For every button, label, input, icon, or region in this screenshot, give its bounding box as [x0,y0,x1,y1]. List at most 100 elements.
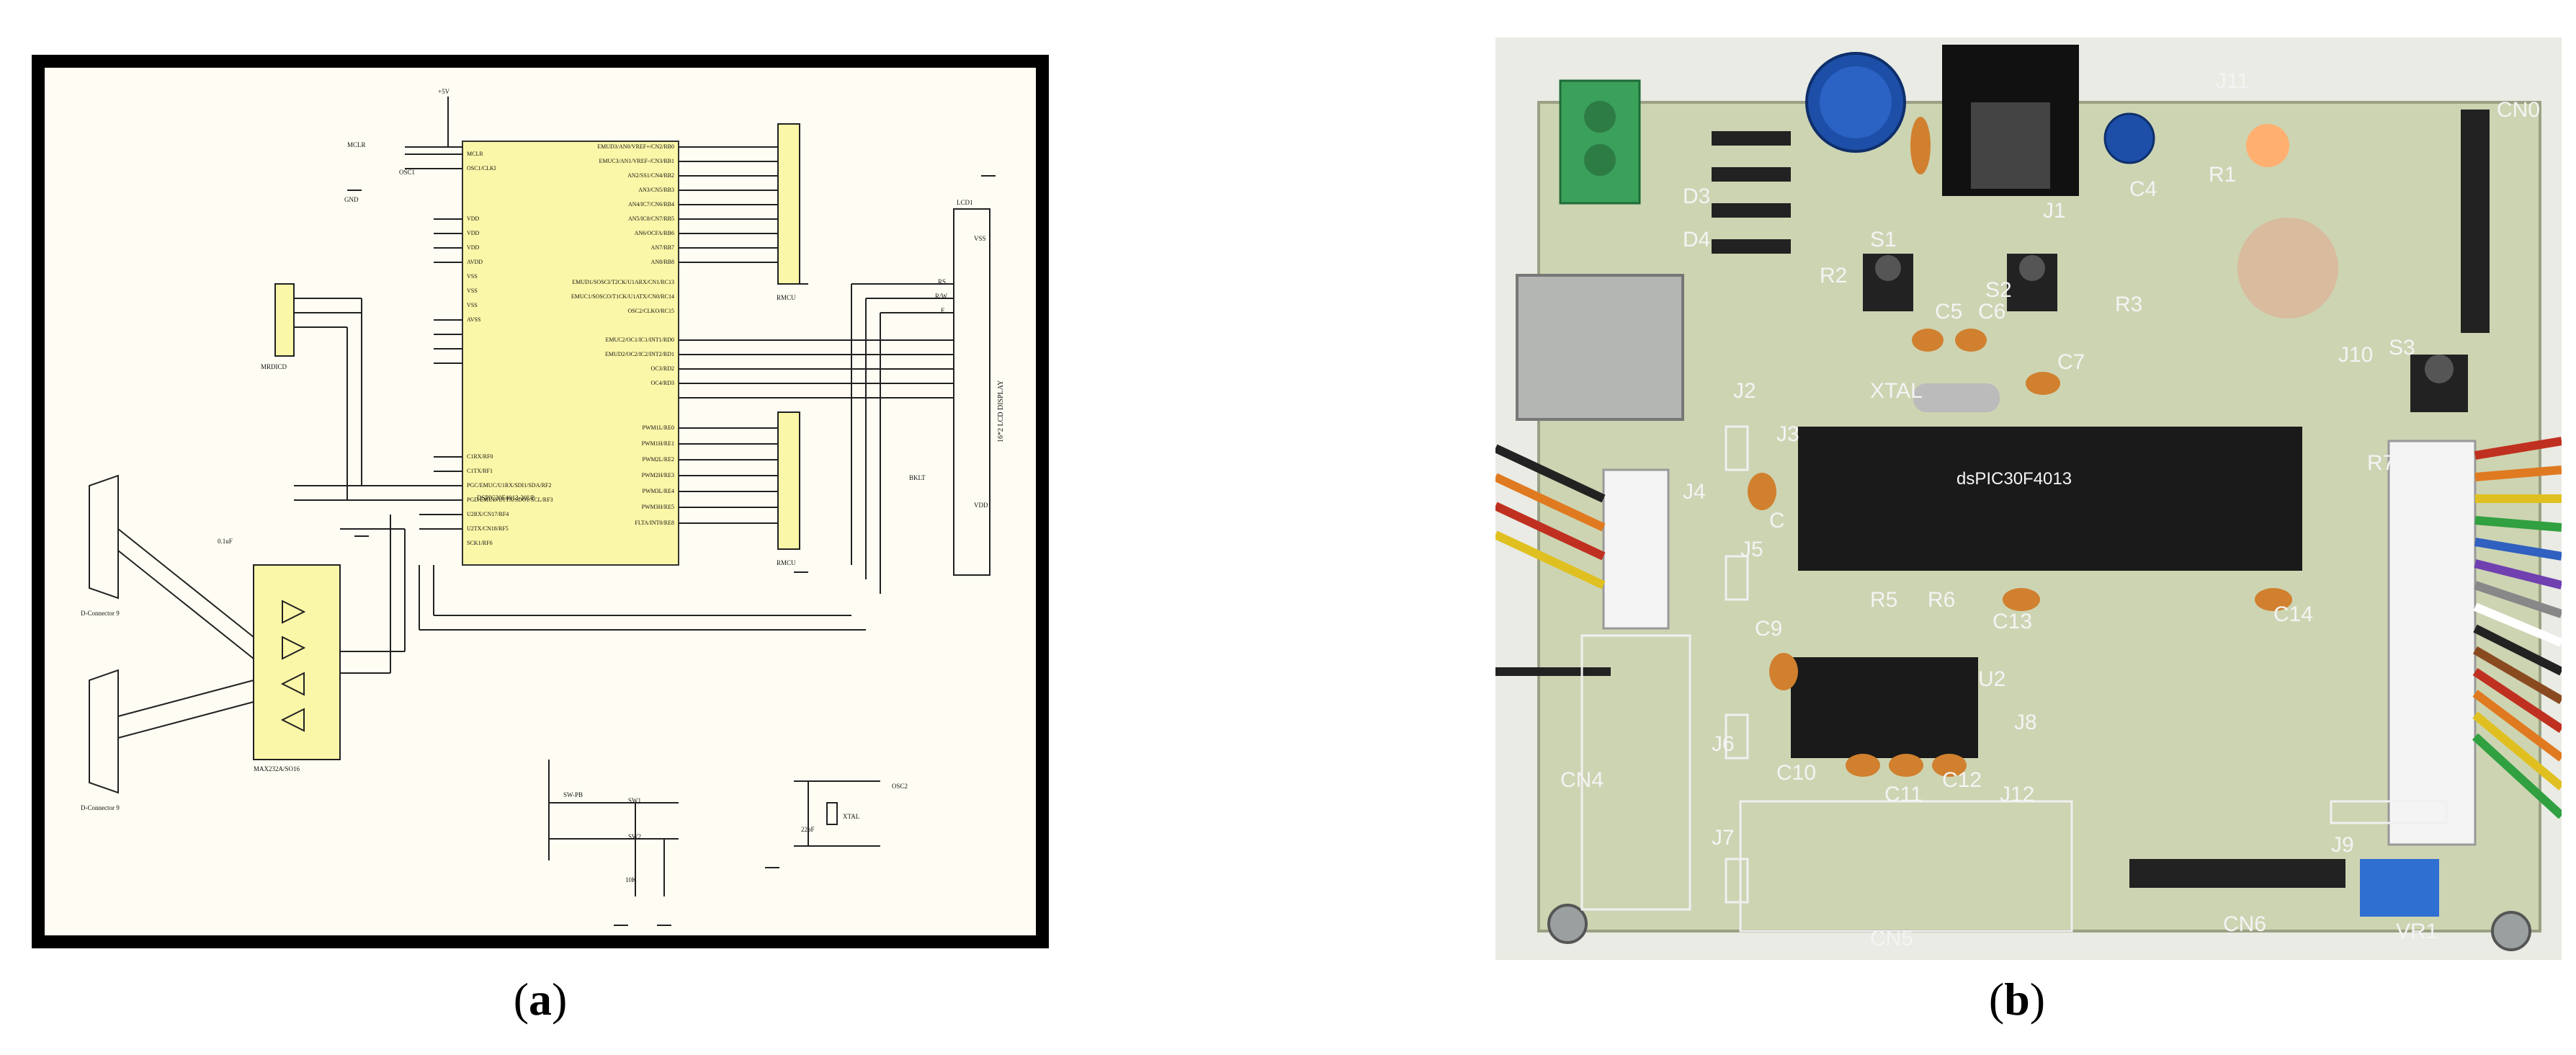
caption-a-letter: a [529,974,552,1025]
pcb-label-s3: S3 [2389,336,2415,360]
mcu-right-pin-label: AN8/RB8 [651,259,674,265]
pcb-label-j10: J10 [2338,343,2373,367]
connector-j4 [1602,468,1670,630]
pcb-label-r6: R6 [1928,588,1955,612]
caption-a: (a) [513,974,568,1025]
mcu-right-pin-label: EMUC2/OC1/IC1/INT1/RD0 [605,337,674,343]
mcu-left-pin-labels: MCLROSC1/CLKIVDDVDDVDDAVDDVSSVSSVSSAVSSC… [467,151,553,546]
pcb-label-j8: J8 [2014,711,2037,734]
lcd-en-label: E [941,307,945,314]
schematic-drawing: DSPIC30F4013-30I/P RMCU RMCU MRDICD MAX2… [81,88,1005,926]
pcb-drawing: dsPIC30F4013 [1495,37,2562,960]
mcu-right-pin-label: PWM1L/RE0 [643,424,674,431]
mplab-header-label: MRDICD [261,363,287,370]
mcu-right-pin-label: AN6/OCFA/RB6 [635,230,674,236]
pcb-label-c11: C11 [1884,783,1923,806]
electrolytic-capacitor-small [2103,112,2155,164]
mcu-right-pin-label: EMUC1/SOSCO/T1CK/U1ATX/CN0/RC14 [571,293,674,300]
mcu-left-pin-label: VSS [467,288,478,294]
pcb-label-r7: R7 [2367,451,2394,475]
pcb-label-j3: J3 [1776,422,1799,446]
ic-socket-u2 [1791,657,1978,758]
pcb-label-j4: J4 [1683,480,1706,504]
lcd-rw-label: R/W [935,293,948,300]
mcu-right-pin-label: OC4/RD3 [651,380,674,386]
mcu-right-pin-label: AN5/IC8/CN7/RB5 [628,215,674,222]
mcu-right-pin-label: EMUC3/AN1/VREF-/CN3/RB1 [599,158,674,164]
r10k-label: 10K [625,876,637,883]
mcu-right-pin-label: PWM2L/RE2 [643,456,674,463]
max232-label: MAX232A/SO16 [254,765,300,773]
screw-bottom-left [1547,904,1588,944]
white-header [2387,440,2477,846]
schematic-panel: DSPIC30F4013-30I/P RMCU RMCU MRDICD MAX2… [32,55,1049,948]
pcb-label-c6: C6 [1978,300,2005,324]
pcb-label-r2: R2 [1820,264,1847,288]
db9-1-label: D-Connector 9 [81,610,120,617]
header-p1-label: RMCU [777,294,796,301]
mcu-left-pin-label: MCLR [467,151,483,157]
mclr-label: MCLR [347,141,366,148]
pcb-label-cn6: CN6 [2223,912,2266,936]
mcu-right-pin-label: EMUD2/OC2/IC2/INT2/RD1 [605,351,674,357]
pcb-label-cn4: CN4 [1560,768,1604,792]
pcb-label-j5: J5 [1740,538,1763,561]
lcd-vdd-label: VDD [974,502,988,509]
mcu-left-pin-label: PGD/EMUD/U1TX/SDO1/SCL/RF3 [467,497,553,503]
lcd-part-label: 16*2 LCD DISPLAY [997,380,1005,442]
pcb-label-cn0: CN0 [2497,98,2540,122]
osc1-label: OSC1 [399,169,415,176]
mcu-right-pin-label: EMUD1/SOSCI/T2CK/U1ARX/CN1/RC13 [572,279,674,285]
sw1-label: SW1 [628,797,641,804]
pcb-label-c7: C7 [2057,350,2085,374]
pcb-label-c4: C4 [2129,177,2157,201]
pcb-label-j1: J1 [2043,199,2066,223]
mcu-left-pin-label: VDD [467,215,480,222]
cap-label: 0.1uF [218,538,233,545]
header-cn6 [2129,859,2345,888]
pcb-label-r5: R5 [1870,588,1897,612]
pcb-label-xtal: XTAL [1870,379,1923,403]
potentiometer-vr1[interactable] [2360,859,2439,917]
lcd-rs-label: RS [938,278,946,285]
pcb-label-cn5: CN5 [1870,927,1913,951]
pcb-label-c14: C14 [2273,602,2313,626]
xtal-label: XTAL [843,813,859,820]
pcb-label-c9: C9 [1755,617,1782,641]
sw2-label: SW2 [628,833,641,840]
mcu-right-pin-label: EMUD3/AN0/VREF+/CN2/RB0 [597,143,674,150]
mcu-left-pin-label: C1TX/RF1 [467,468,493,474]
mcu-left-pin-label: U2TX/CN18/RF5 [467,525,509,532]
mcu-right-pin-label: OSC2/CLKO/RC15 [628,308,674,314]
pcb-label-c13: C13 [1993,610,2032,633]
pcb-label-d4: D4 [1683,228,1710,251]
led [2246,124,2289,167]
mcu-left-pin-label: AVDD [467,259,483,265]
swpb-label: SW-PB [563,791,583,798]
pcb-label-r3: R3 [2115,293,2142,316]
dspic-chip [1798,427,2302,571]
mcu-left-pin-label: SCK1/RF6 [467,540,493,546]
lcd-vss-label: VSS [974,235,986,242]
terminal-block [1559,79,1641,205]
pcb-label-c: C [1769,509,1785,533]
pcb-label-s2: S2 [1985,278,2012,302]
pcb-label-j11: J11 [2216,69,2249,93]
gnd-label: GND [344,196,359,203]
plus5v-label: +5V [438,88,450,95]
header-cn0 [2461,110,2490,333]
mcu-right-pin-label: FLTA/INT0/RE8 [635,520,674,526]
mcu-right-pin-label: AN4/IC7/CN6/RB4 [628,201,674,208]
bklt-label: BKLT [909,474,926,481]
lcd-label: LCD1 [957,199,973,206]
pcb-label-c10: C10 [1776,761,1816,785]
mcu-right-pin-label: AN7/RB7 [651,244,674,251]
caption-b-letter: b [2004,974,2030,1025]
usb-connector [1516,274,1684,421]
pcb-label-j12: J12 [2000,783,2034,806]
mcu-right-pin-label: PWM3L/RE4 [643,488,674,494]
mcu-left-pin-label: VDD [467,230,480,236]
mcu-left-pin-label: C1RX/RF0 [467,453,493,460]
crystal [1913,383,2000,412]
